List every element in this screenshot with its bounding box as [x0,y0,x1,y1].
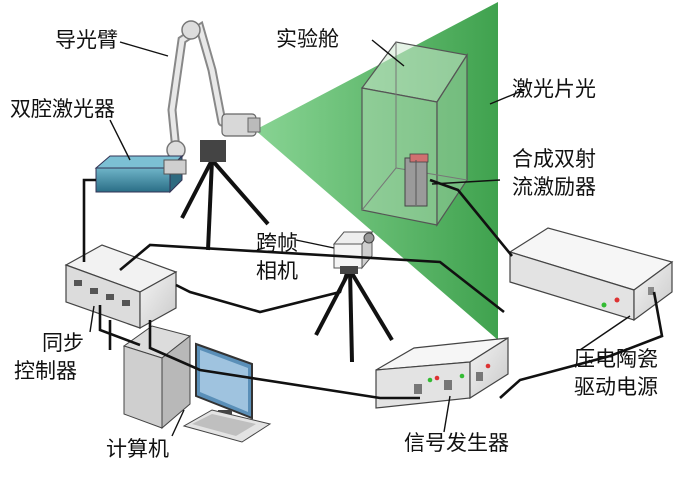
piezo-label-line2: 驱动电源 [574,375,658,399]
piezo-label-line1: 压电陶瓷 [574,347,658,371]
camera-tripod [314,268,394,363]
piezo-driver-box [508,227,674,322]
cables [82,178,664,400]
sync-label-line1: 同步 [42,331,84,355]
laser-mount [200,140,226,162]
guide-arm-label: 导光臂 [55,28,118,52]
sync-controller-box [64,244,178,330]
camera [332,230,375,274]
camera-label-line2: 相机 [256,259,298,283]
laser-tripod [180,158,270,251]
actuator-label-line2: 流激励器 [512,175,596,199]
signal-generator-box [375,336,509,409]
jet-actuator [404,153,429,207]
dual-laser-label: 双腔激光器 [10,97,115,121]
dual-laser-box [94,154,187,194]
camera-label-line1: 跨帧 [256,231,298,255]
computer-label: 计算机 [106,437,169,461]
chamber-label: 实验舱 [276,27,339,51]
sync-label-line2: 控制器 [14,359,77,383]
leader-lines [89,39,631,437]
computer [122,325,272,443]
laser-sheet-label: 激光片光 [512,77,596,101]
signal-generator-label: 信号发生器 [404,431,509,455]
actuator-label-line1: 合成双射 [512,147,596,171]
